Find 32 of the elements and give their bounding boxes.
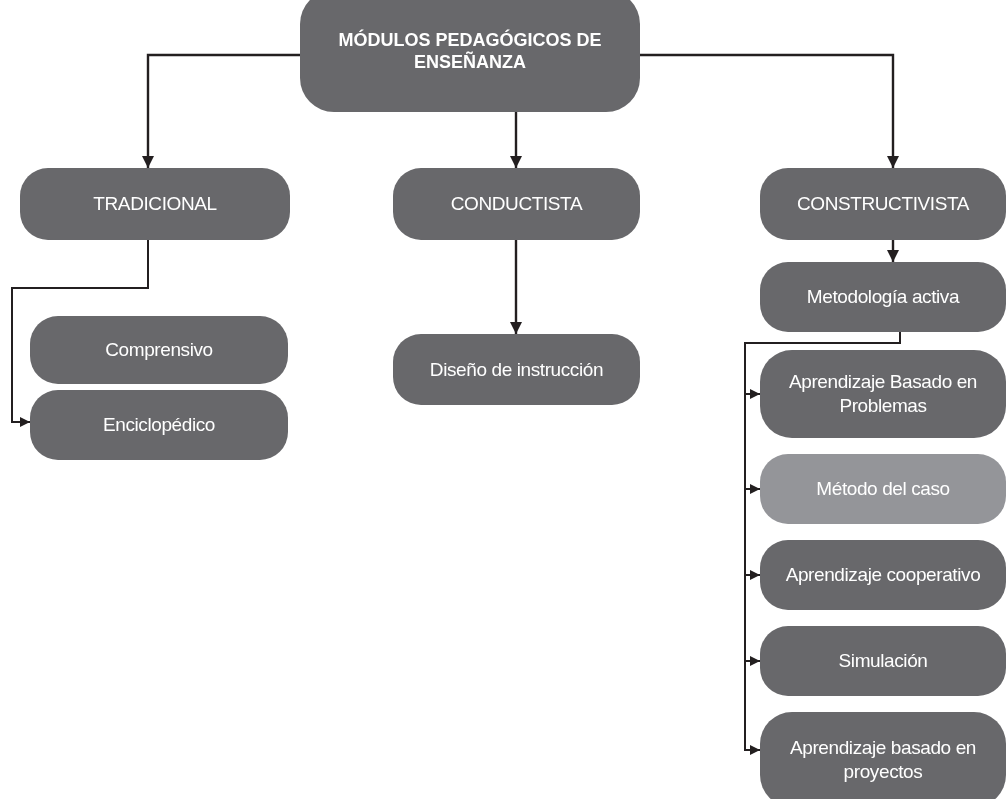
- rounded-box: [760, 712, 1006, 799]
- rounded-box: [30, 316, 288, 384]
- box-label: Enciclopédico: [102, 413, 215, 437]
- rounded-box: [760, 540, 1006, 610]
- box-label: Metodología activa: [806, 285, 960, 309]
- rounded-box: [760, 262, 1006, 332]
- box-label: Simulación: [838, 649, 928, 673]
- rounded-box: [760, 626, 1006, 696]
- rounded-box: [30, 390, 288, 460]
- rounded-box: [760, 454, 1006, 524]
- arrow: [142, 53, 300, 168]
- box-label: Aprendizaje basado en proyectos: [789, 735, 977, 784]
- rounded-box: [20, 168, 290, 240]
- box-label: Comprensivo: [105, 338, 213, 362]
- box-label: Aprendizaje Basado en Problemas: [787, 370, 979, 418]
- rounded-box: [393, 168, 640, 240]
- arrow: [11, 239, 149, 427]
- arrow: [887, 240, 899, 262]
- arrow: [640, 53, 899, 168]
- box-label: CONSTRUCTIVISTA: [796, 192, 969, 216]
- box-label: Diseño de instrucción: [429, 357, 604, 382]
- box-label: Aprendizaje cooperativo: [785, 563, 981, 587]
- arrow: [510, 112, 522, 168]
- box-label: CONDUCTISTA: [450, 192, 583, 216]
- rounded-box: [760, 350, 1006, 438]
- rounded-box: [300, 0, 640, 112]
- box-label: TRADICIONAL: [93, 192, 217, 216]
- rounded-box: [760, 168, 1006, 240]
- arrow: [510, 240, 522, 334]
- box-label: MÓDULOS PEDAGÓGICOS DE ENSEÑANZA: [337, 28, 603, 74]
- rounded-box: [393, 334, 640, 405]
- box-label: Método del caso: [816, 477, 950, 501]
